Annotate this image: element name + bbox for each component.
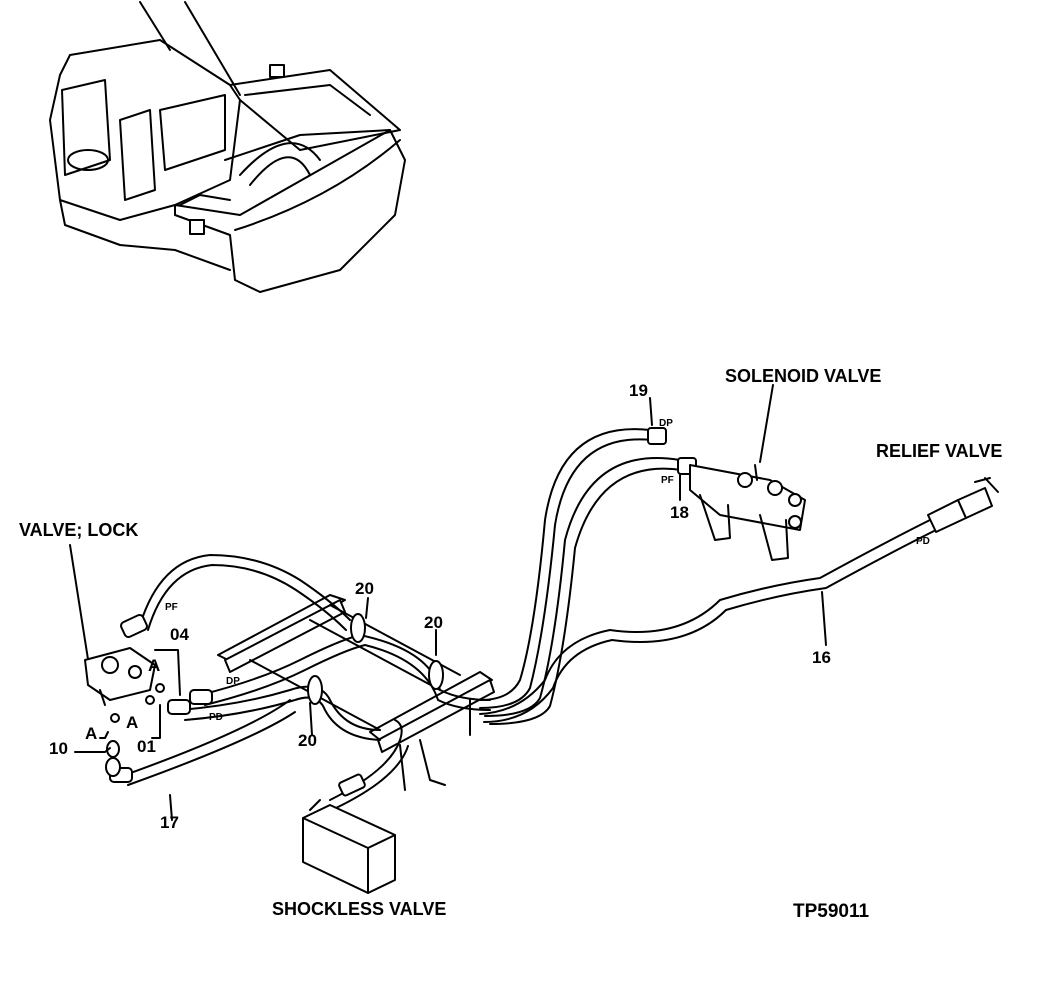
callout-20: 20 xyxy=(298,731,317,750)
port-label-pf: PF xyxy=(661,475,674,486)
excavator-inset-illustration xyxy=(49,1,406,293)
hose-16 xyxy=(479,477,999,723)
callout-01: 01 xyxy=(137,737,156,756)
port-label-dp: DP xyxy=(226,676,240,687)
relief-valve-label: RELIEF VALVE xyxy=(876,441,1003,461)
port-label-pf: PF xyxy=(165,602,178,613)
callout-19: 19 xyxy=(629,381,648,400)
callout-17: 17 xyxy=(160,813,179,832)
hose-bundle-lock-valve xyxy=(109,554,491,786)
callout-04: 04 xyxy=(170,625,189,644)
callout-20: 20 xyxy=(424,613,443,632)
shockless-valve-label: SHOCKLESS VALVE xyxy=(272,899,447,919)
port-label-pd: PD xyxy=(209,712,223,723)
detail-a-marker: A xyxy=(126,713,139,732)
callout-10: 10 xyxy=(49,739,68,758)
hose-19-18-pair xyxy=(479,427,697,725)
figure-reference-id: TP59011 xyxy=(793,901,870,922)
callout-18: 18 xyxy=(670,503,689,522)
port-label-dp: DP xyxy=(659,418,673,429)
shockless-valve-illustration xyxy=(302,719,409,894)
lock-valve-illustration xyxy=(69,397,681,821)
valve-lock-label: VALVE; LOCK xyxy=(19,520,139,540)
callout-20: 20 xyxy=(355,579,374,598)
solenoid-valve-illustration xyxy=(689,384,806,561)
port-label-pd: PD xyxy=(916,536,930,547)
callout-16: 16 xyxy=(812,648,831,667)
detail-a-marker: A xyxy=(148,656,161,675)
solenoid-valve-label: SOLENOID VALVE xyxy=(725,366,882,386)
detail-a-marker: A xyxy=(85,724,98,743)
